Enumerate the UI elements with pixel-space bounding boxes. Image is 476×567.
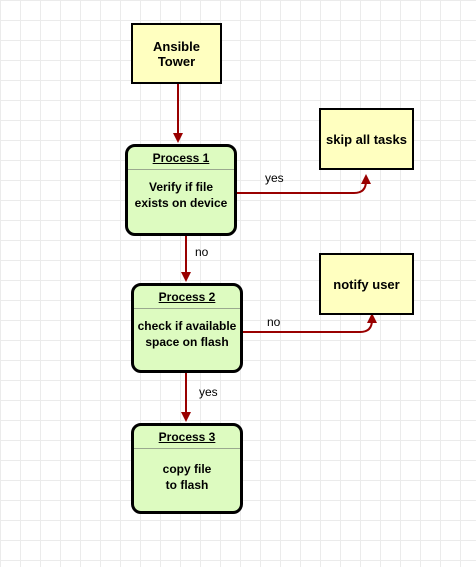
process3-body: copy file to flash [162,462,212,492]
process3-node[interactable]: Process 3 copy file to flash [131,423,243,514]
edge-label-p1-p2: no [195,245,209,259]
process1-node[interactable]: Process 1 Verify if file exists on devic… [125,144,237,236]
edge-process1-to-skip [236,174,371,194]
process1-body: Verify if file exists on device [134,180,228,210]
edge-label-p2-p3: yes [199,385,218,399]
process1-title: Process 1 [128,147,234,170]
process3-title: Process 3 [134,426,240,449]
notify-user-label: notify user [333,276,400,292]
process2-body: check if available space on flash [137,319,237,349]
skip-all-tasks-node[interactable]: skip all tasks [319,108,414,170]
edge-label-p2-notify: no [267,315,281,329]
ansible-tower-label: Ansible Tower [153,38,200,69]
edge-label-p1-skip: yes [265,171,284,185]
notify-user-node[interactable]: notify user [319,253,414,315]
edge-process2-to-notify [242,313,377,333]
process2-title: Process 2 [134,286,240,309]
ansible-tower-node[interactable]: Ansible Tower [131,23,222,84]
process2-node[interactable]: Process 2 check if available space on fl… [131,283,243,373]
skip-all-tasks-label: skip all tasks [326,131,407,147]
